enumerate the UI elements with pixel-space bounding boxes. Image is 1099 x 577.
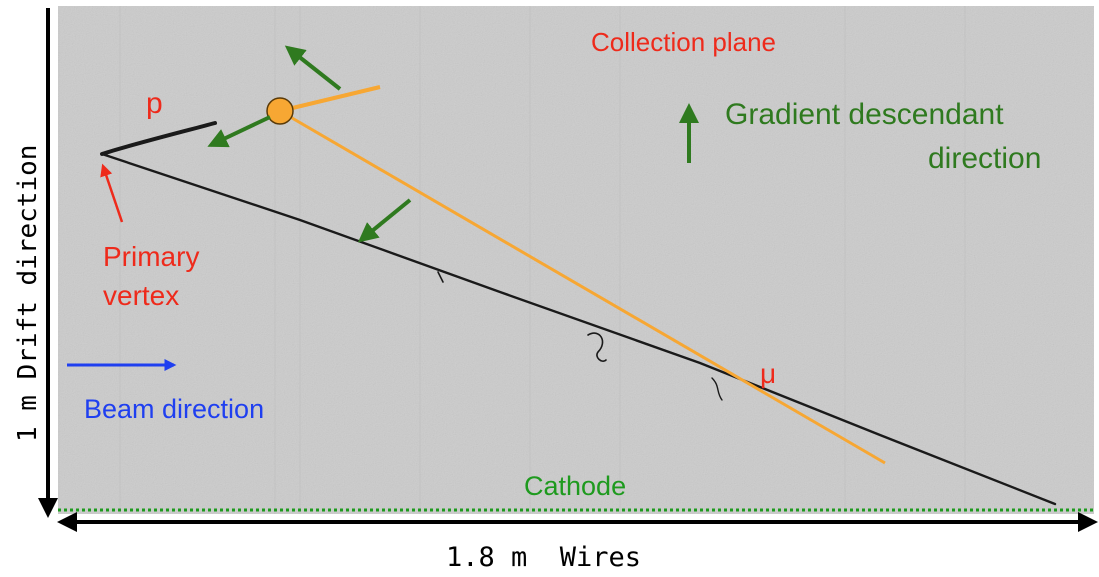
gradient-arrow-track: [357, 198, 412, 243]
candidate-vertex: [266, 97, 294, 125]
primary-vertex-arrow: [100, 163, 124, 223]
wire-stripes: [119, 6, 966, 514]
gradient-arrow-down-left: [207, 115, 271, 148]
primary-vertex-label-line1: Primary: [103, 241, 199, 272]
detector-image-background: [58, 6, 1094, 514]
fit-line-short: [279, 85, 381, 113]
gradient-label-line2: direction: [928, 142, 1041, 175]
proton-label: p: [146, 87, 163, 120]
fit-line-long: [279, 109, 886, 465]
x-axis-label: 1.8 m Wires: [446, 542, 641, 573]
collection-plane-label: Collection plane: [591, 27, 776, 57]
y-axis-label: 1 m Drift direction: [13, 145, 43, 442]
primary-vertex-label-line2: vertex: [103, 280, 179, 311]
cathode-label: Cathode: [524, 471, 626, 501]
delta-ray-2: [711, 377, 723, 401]
delta-ray-3: [437, 271, 444, 283]
proton-track: [100, 121, 217, 156]
muon-label: μ: [760, 358, 776, 389]
beam-direction-label: Beam direction: [84, 394, 264, 424]
particle-tracks: [100, 121, 1057, 506]
muon-track: [100, 152, 1057, 506]
gradient-arrows: [207, 45, 699, 243]
gradient-label-line1: Gradient descendant: [725, 98, 1004, 131]
delta-ray-1: [587, 332, 607, 362]
gradient-arrow-up-left: [284, 45, 342, 91]
